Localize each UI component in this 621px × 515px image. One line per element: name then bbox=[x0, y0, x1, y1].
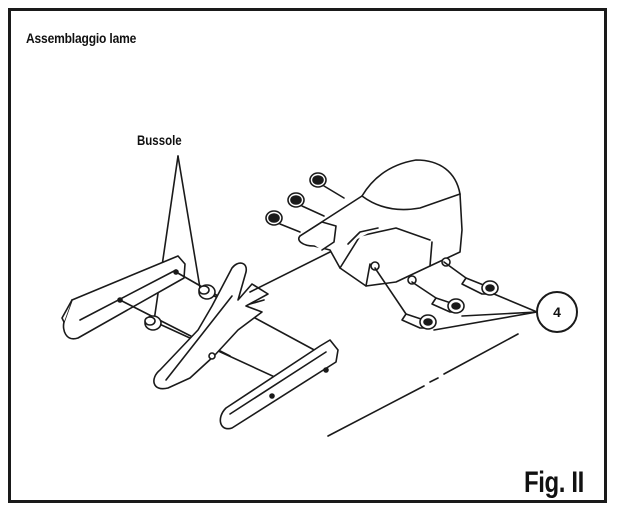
bussole-leader-lines bbox=[153, 155, 201, 322]
retaining-nuts bbox=[265, 172, 345, 233]
bushings bbox=[144, 284, 216, 331]
left-plate bbox=[61, 255, 186, 340]
right-plate bbox=[219, 339, 339, 430]
bolts bbox=[374, 261, 499, 330]
figure-frame bbox=[8, 8, 607, 503]
callout-leader-lines bbox=[433, 293, 538, 331]
callout-circle bbox=[536, 291, 578, 333]
adapter-to-tooth-line bbox=[249, 251, 331, 293]
centerline bbox=[327, 333, 519, 437]
label-bussole: Bussole bbox=[137, 132, 182, 148]
figure-label: Fig. II bbox=[524, 466, 584, 499]
tooth-body bbox=[298, 159, 463, 287]
callout-number: 4 bbox=[553, 304, 561, 320]
center-adapter bbox=[153, 262, 269, 390]
diagram-title: Assemblaggio lame bbox=[26, 30, 137, 46]
tooth-holes bbox=[370, 257, 451, 285]
